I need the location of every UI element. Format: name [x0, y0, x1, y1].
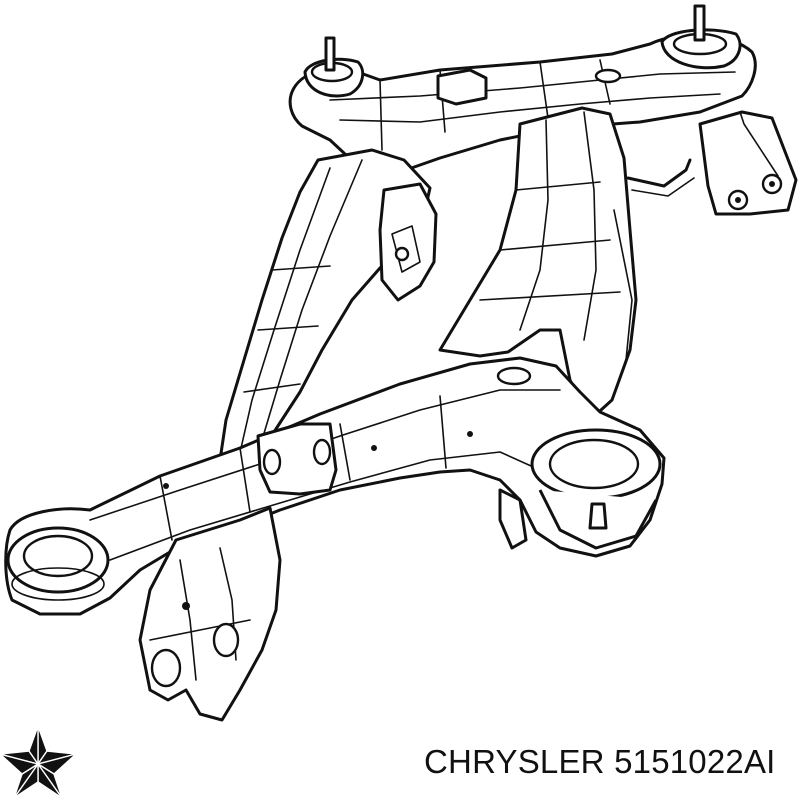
lower-bracket — [138, 488, 528, 722]
front-cross-beam — [4, 356, 666, 616]
chrysler-pentastar-icon — [0, 725, 77, 799]
chrysler-logo — [0, 724, 80, 800]
rear-cross-beam — [288, 4, 798, 216]
part-number-caption: CHRYSLER 5151022AI — [424, 743, 776, 780]
